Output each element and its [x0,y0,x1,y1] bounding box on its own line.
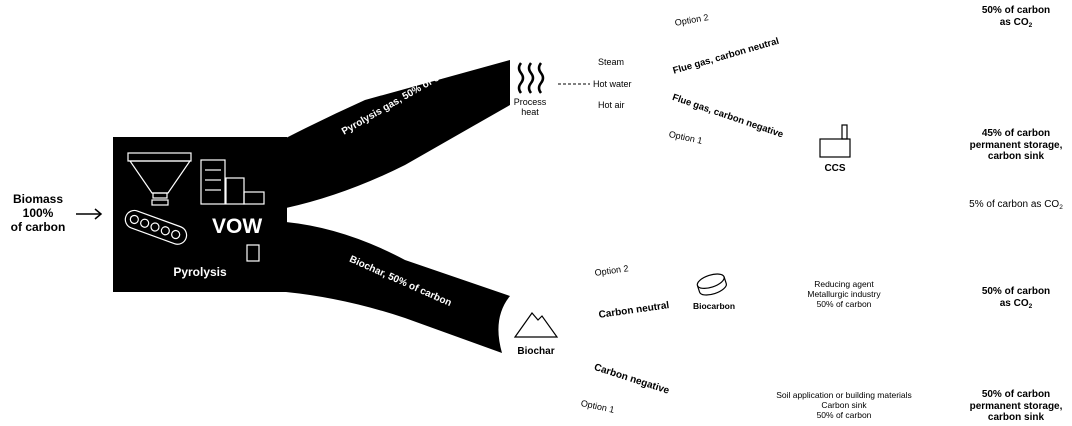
soil-application-block: Soil application or building materials C… [752,390,936,420]
char-outcome-neutral: 50% of carbon as CO2 [960,286,1072,310]
vow-logo: VOW [212,215,263,238]
process-heat-line1: Process [513,97,547,107]
soil-application-line2: Carbon sink [821,399,867,410]
gas-residual-co2: 5% of carbon as CO2 [969,199,1063,211]
biomass-label-line2: 100% [22,205,54,220]
biochar-band [286,222,510,353]
reducing-agent-line1: Reducing agent [814,279,874,289]
reducing-agent-block: Reducing agent Metallurgic industry 50% … [786,279,902,309]
biochar-label: Biochar [517,346,555,357]
char-outcome-neutral-line2: as CO2 [999,297,1033,310]
pyrolysis-gas-band [286,60,510,208]
char-outcome-negative: 50% of carbon permanent storage, carbon … [960,389,1072,424]
pyrolysis-box [113,137,287,292]
gas-outcome-negative-line1: 45% of carbon [981,128,1051,139]
char-outcome-neutral-line1: 50% of carbon [981,286,1051,297]
biomass-label-line1: Biomass [12,192,64,206]
biomass-label-line3: of carbon [10,219,66,234]
biocarbon-label: Biocarbon [692,301,736,311]
gas-outcome-negative-line2: permanent storage, [969,139,1063,151]
biocarbon-disc-icon [696,273,727,296]
process-heat-label: Process heat [508,97,552,118]
biomass-label: Biomass 100% of carbon [0,192,76,234]
gas-outcome-negative: 45% of carbon permanent storage, carbon … [960,128,1072,163]
ccs-factory-icon [819,124,851,158]
heat-output-steam: Steam [598,57,625,67]
heat-output-hot-water: Hot water [593,79,632,89]
char-outcome-negative-line1: 50% of carbon [981,389,1051,400]
biochar-pile-icon [513,312,559,338]
gas-outcome-neutral: 50% of carbon as CO2 [960,5,1072,29]
char-outcome-negative-line2: permanent storage, [969,400,1063,412]
ccs-label: CCS [824,163,846,174]
biomass-arrow-icon [76,208,103,220]
reducing-agent-line3: 50% of carbon [816,298,872,309]
reducing-agent-line2: Metallurgic industry [807,288,881,299]
pyrolysis-label: Pyrolysis [173,265,227,279]
process-heat-line2: heat [521,107,539,118]
soil-application-line1: Soil application or building materials [776,390,912,400]
gas-outcome-neutral-line2: as CO2 [999,16,1033,29]
heat-output-hot-air: Hot air [598,100,625,110]
pyrolysis-machine-icon [124,152,265,262]
char-outcome-negative-line3: carbon sink [987,412,1045,423]
soil-application-line3: 50% of carbon [816,409,872,420]
gas-outcome-neutral-line1: 50% of carbon [981,5,1051,16]
heat-waves-icon [517,62,545,94]
gas-outcome-negative-line3: carbon sink [987,151,1045,162]
